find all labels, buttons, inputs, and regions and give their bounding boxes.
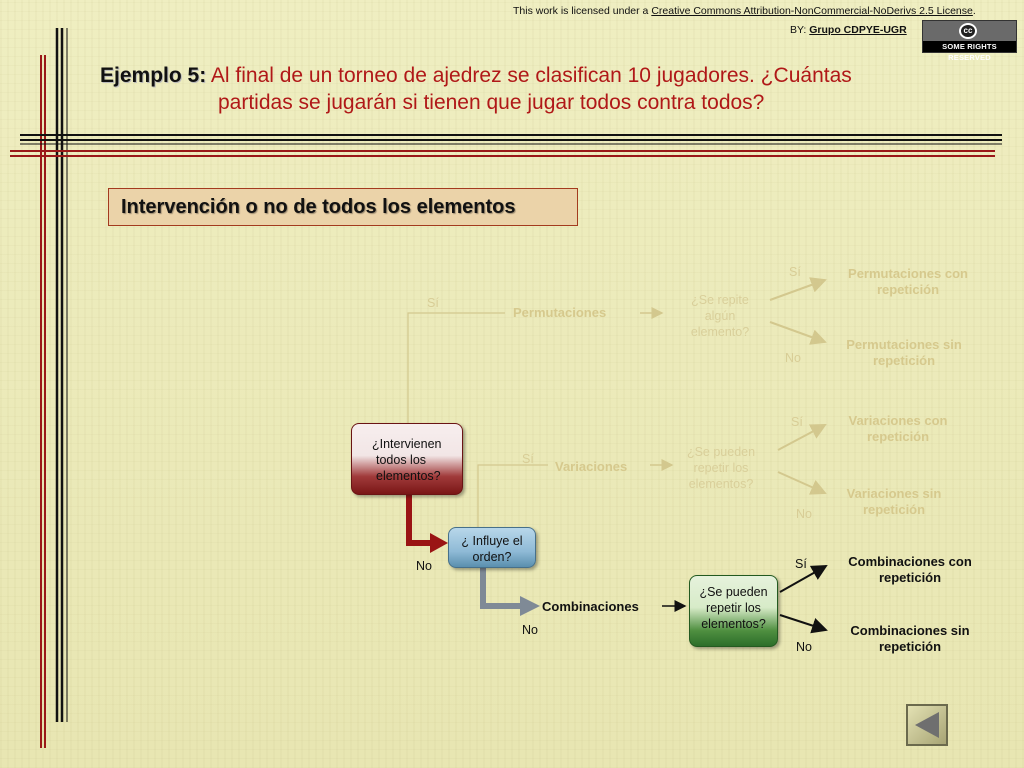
perm-con-line1: Permutaciones con bbox=[848, 266, 968, 281]
cc-logo: cc bbox=[959, 23, 977, 39]
label-no-comb-sin: No bbox=[796, 640, 812, 654]
comb-con-line1: Combinaciones con bbox=[848, 554, 972, 569]
q1-line2: todos los bbox=[376, 453, 427, 467]
title-line1: Al final de un torneo de ajedrez se clas… bbox=[206, 64, 852, 87]
var-con-line2: repetición bbox=[866, 429, 930, 444]
var-sin-line2: repetición bbox=[862, 502, 926, 517]
q1-line1: ¿Intervienen bbox=[372, 437, 442, 451]
var-sin-line1: Variaciones sin bbox=[846, 486, 942, 501]
q-perm-line2: algún bbox=[704, 309, 736, 323]
cc-badge-text: SOME RIGHTS RESERVED bbox=[923, 41, 1016, 62]
license-by-label: BY: bbox=[790, 24, 810, 36]
license-suffix: . bbox=[972, 5, 976, 17]
node-var-con: Variaciones con repetición bbox=[828, 413, 968, 445]
perm-sin-line2: repetición bbox=[872, 353, 936, 368]
comb-sin-line2: repetición bbox=[878, 639, 942, 654]
q-perm-line1: ¿Se repite bbox=[691, 293, 749, 307]
node-q-intervienen: ¿Intervienen todos los elementos? bbox=[351, 423, 463, 495]
label-si-perm-con: Sí bbox=[789, 265, 801, 279]
page-title: Ejemplo 5: Al final de un torneo de ajed… bbox=[100, 62, 960, 116]
q-var-line1: ¿Se pueden bbox=[686, 445, 756, 459]
license-author-link[interactable]: Grupo CDPYE-UGR bbox=[809, 24, 907, 36]
q2-line1: ¿ Influye el bbox=[461, 534, 523, 548]
perm-con-line2: repetición bbox=[876, 282, 940, 297]
q3-line2: repetir los bbox=[706, 601, 761, 615]
license-prefix: This work is licensed under a bbox=[513, 5, 652, 17]
node-q-permutaciones: ¿Se repite algún elemento? bbox=[680, 292, 760, 340]
node-permutaciones: Permutaciones bbox=[513, 305, 607, 320]
node-q-orden: ¿ Influye el orden? bbox=[448, 527, 536, 568]
label-no-perm-sin: No bbox=[785, 351, 801, 365]
node-combinaciones: Combinaciones bbox=[542, 599, 639, 614]
back-arrow-icon bbox=[915, 712, 939, 738]
subtitle: Intervención o no de todos los elementos bbox=[121, 196, 516, 218]
q-var-line2: repetir los bbox=[693, 461, 749, 475]
node-comb-con: Combinaciones con repetición bbox=[830, 554, 990, 586]
license-link[interactable]: Creative Commons Attribution-NonCommerci… bbox=[651, 5, 973, 17]
q1-line3: elementos? bbox=[376, 469, 441, 483]
q-perm-line3: elemento? bbox=[690, 325, 750, 339]
label-si-var-con: Sí bbox=[791, 415, 803, 429]
license-text: This work is licensed under a Creative C… bbox=[513, 5, 976, 17]
label-si-permutaciones: Sí bbox=[427, 296, 439, 310]
label-no-var-sin: No bbox=[796, 507, 812, 521]
label-si-comb-con: Sí bbox=[795, 557, 807, 571]
label-no-q2: No bbox=[522, 623, 538, 637]
q3-line3: elementos? bbox=[701, 617, 766, 631]
node-q-repetir: ¿Se pueden repetir los elementos? bbox=[689, 575, 778, 647]
title-line2: partidas se jugarán si tienen que jugar … bbox=[218, 91, 765, 114]
q-var-line3: elementos? bbox=[688, 477, 754, 491]
q2-line2: orden? bbox=[472, 550, 512, 564]
node-variaciones: Variaciones bbox=[555, 459, 628, 474]
node-perm-con: Permutaciones con repetición bbox=[828, 266, 988, 298]
license-by: BY: Grupo CDPYE-UGR bbox=[790, 24, 907, 36]
comb-sin-line1: Combinaciones sin bbox=[850, 623, 970, 638]
perm-sin-line1: Permutaciones sin bbox=[846, 337, 962, 352]
node-var-sin: Variaciones sin repetición bbox=[826, 486, 962, 518]
title-label: Ejemplo 5: bbox=[100, 64, 207, 87]
node-perm-sin: Permutaciones sin repetición bbox=[828, 337, 980, 369]
back-button[interactable] bbox=[906, 704, 948, 746]
node-comb-sin: Combinaciones sin repetición bbox=[830, 623, 990, 655]
label-no-q1: No bbox=[416, 559, 432, 573]
cc-license-icon[interactable]: cc SOME RIGHTS RESERVED bbox=[922, 20, 1017, 62]
label-si-variaciones: Sí bbox=[522, 452, 534, 466]
q3-line1: ¿Se pueden bbox=[699, 585, 768, 599]
subtitle-box: Intervención o no de todos los elementos bbox=[108, 188, 578, 226]
comb-con-line2: repetición bbox=[878, 570, 942, 585]
node-q-variaciones: ¿Se pueden repetir los elementos? bbox=[676, 444, 766, 492]
var-con-line1: Variaciones con bbox=[848, 413, 948, 428]
